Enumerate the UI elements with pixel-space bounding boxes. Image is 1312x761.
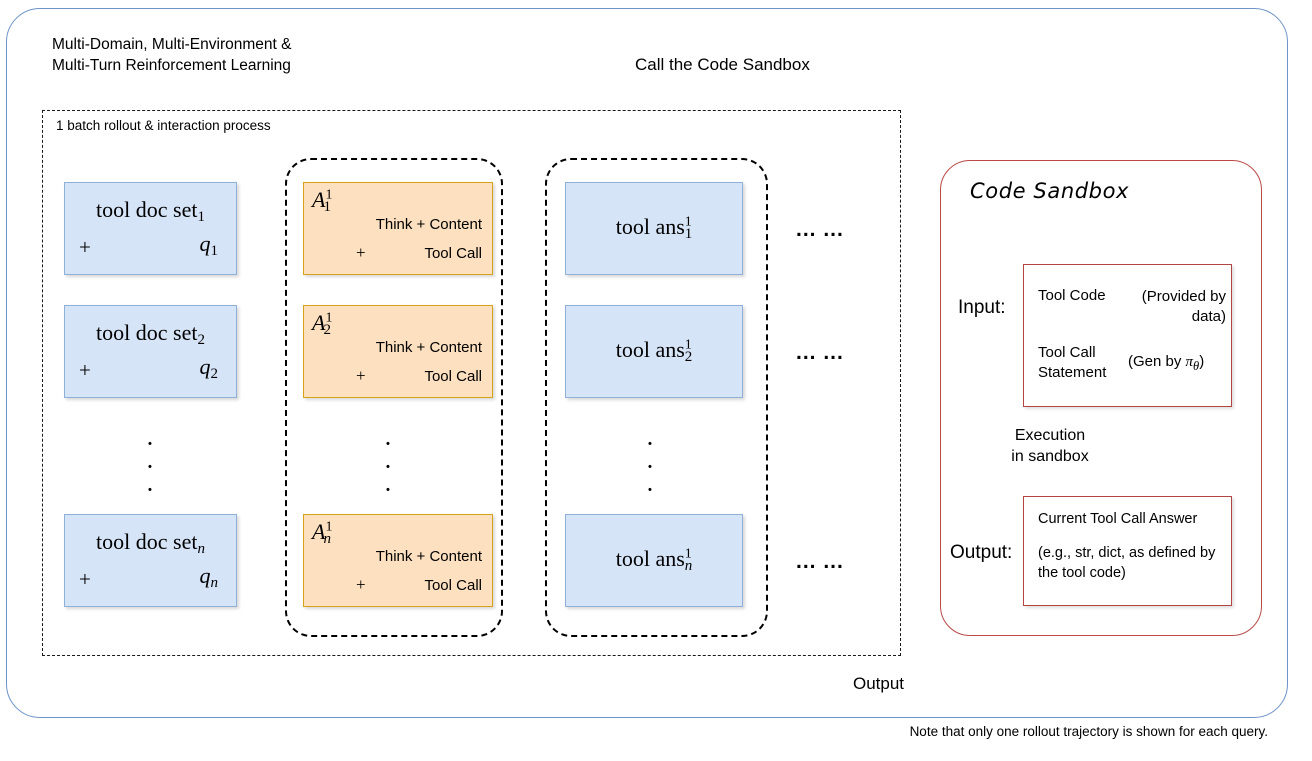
tool-code-source: (Provided by data) xyxy=(1141,288,1226,325)
action-box[interactable]: A12 Think + Content + Tool Call xyxy=(303,305,493,398)
tool-call-statement-source: (Gen by πθ) xyxy=(1128,353,1205,373)
tool-doc-set-label: tool doc set1 xyxy=(96,197,205,226)
vertical-ellipsis: · · · xyxy=(383,429,393,504)
tool-answer-label: tool ans12 xyxy=(615,336,693,366)
query-label: qn xyxy=(199,563,219,592)
action-tool-call: Tool Call xyxy=(424,245,482,262)
row-ellipsis: ... ... xyxy=(796,218,844,241)
action-tool-call: Tool Call xyxy=(424,577,482,594)
batch-rollout-container xyxy=(42,110,901,656)
row-ellipsis: ... ... xyxy=(796,341,844,364)
plus-sign: + xyxy=(79,235,91,259)
tool-doc-set-box[interactable]: tool doc setn + qn xyxy=(64,514,237,607)
plus-sign: + xyxy=(79,567,91,591)
footnote: Note that only one rollout trajectory is… xyxy=(909,724,1268,739)
row-ellipsis: ... ... xyxy=(796,550,844,573)
output-edge-label: Output xyxy=(849,674,909,694)
action-group-boundary xyxy=(285,158,503,637)
vertical-ellipsis: · · · xyxy=(145,429,155,504)
action-plus-sign: + xyxy=(356,243,366,262)
tool-doc-set-label: tool doc setn xyxy=(96,529,205,558)
action-box[interactable]: A11 Think + Content + Tool Call xyxy=(303,182,493,275)
plus-sign: + xyxy=(79,358,91,382)
execution-label: Execution in sandbox xyxy=(1011,427,1089,465)
tool-answer-box[interactable]: tool ans12 xyxy=(565,305,743,398)
vertical-ellipsis: · · · xyxy=(645,429,655,504)
sandbox-output-label: Output: xyxy=(950,542,1013,563)
query-label: q2 xyxy=(199,354,219,383)
action-box[interactable]: A1n Think + Content + Tool Call xyxy=(303,514,493,607)
action-plus-sign: + xyxy=(356,575,366,594)
tool-answer-label: tool ans1n xyxy=(615,545,693,575)
sandbox-input-label: Input: xyxy=(958,297,1006,318)
current-tool-call-answer-detail: (e.g., str, dict, as defined by the tool… xyxy=(1038,545,1216,581)
tool-code-label: Tool Code xyxy=(1038,287,1106,304)
action-plus-sign: + xyxy=(356,366,366,385)
current-tool-call-answer-label: Current Tool Call Answer xyxy=(1038,511,1198,527)
action-think-content: Think + Content xyxy=(375,548,482,565)
batch-rollout-label: 1 batch rollout & interaction process xyxy=(56,118,271,133)
sandbox-output-box[interactable]: Current Tool Call Answer (e.g., str, dic… xyxy=(1023,496,1232,606)
tool-doc-set-box[interactable]: tool doc set1 + q1 xyxy=(64,182,237,275)
page-title: Multi-Domain, Multi-Environment & Multi-… xyxy=(52,36,292,74)
action-tool-call: Tool Call xyxy=(424,368,482,385)
code-sandbox-title: Code Sandbox xyxy=(970,179,1130,203)
action-symbol: A11 xyxy=(312,187,333,216)
action-think-content: Think + Content xyxy=(375,216,482,233)
sandbox-input-box[interactable]: Tool Code (Provided by data) Tool Call S… xyxy=(1023,264,1232,407)
action-symbol: A12 xyxy=(312,310,333,339)
tool-answer-box[interactable]: tool ans11 xyxy=(565,182,743,275)
query-label: q1 xyxy=(199,231,219,260)
action-think-content: Think + Content xyxy=(375,339,482,356)
call-sandbox-edge-label: Call the Code Sandbox xyxy=(631,55,814,75)
tool-doc-set-box[interactable]: tool doc set2 + q2 xyxy=(64,305,237,398)
tool-answer-box[interactable]: tool ans1n xyxy=(565,514,743,607)
tool-answer-label: tool ans11 xyxy=(615,213,693,243)
answer-group-boundary xyxy=(545,158,768,637)
action-symbol: A1n xyxy=(312,519,333,548)
tool-call-statement-label: Tool Call Statement xyxy=(1038,344,1107,381)
tool-doc-set-label: tool doc set2 xyxy=(96,320,205,349)
